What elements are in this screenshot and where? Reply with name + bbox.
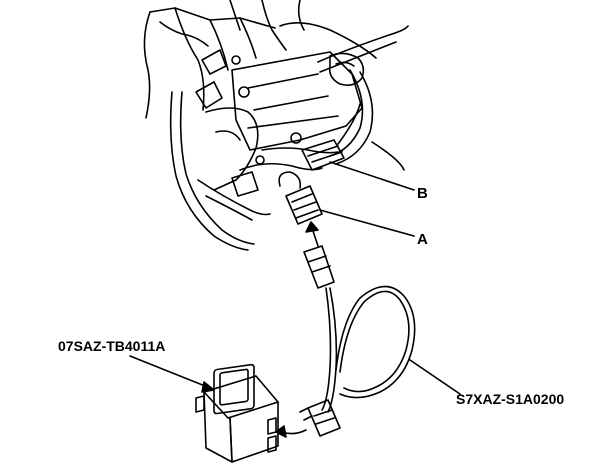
callout-b-label: B: [417, 185, 428, 202]
connector-b: [301, 139, 345, 171]
leader-arrowhead-tool: [201, 381, 215, 393]
callout-a-label: A: [417, 231, 428, 248]
connect-arrow-left: [275, 425, 307, 438]
simulator-tool: [195, 363, 279, 463]
connector-a: [278, 171, 323, 225]
leader-line-tool: [129, 355, 211, 389]
adapter-cable: [299, 245, 416, 437]
connect-arrow-up: [305, 221, 319, 247]
steering-column-assembly: [143, 0, 409, 251]
leader-line-b: [329, 161, 415, 191]
cable-part-number-label: S7XAZ-S1A0200: [456, 391, 565, 407]
leader-line-cable: [409, 359, 461, 395]
tool-part-number-label: 07SAZ-TB4011A: [58, 338, 166, 354]
leader-line-a: [319, 209, 415, 237]
